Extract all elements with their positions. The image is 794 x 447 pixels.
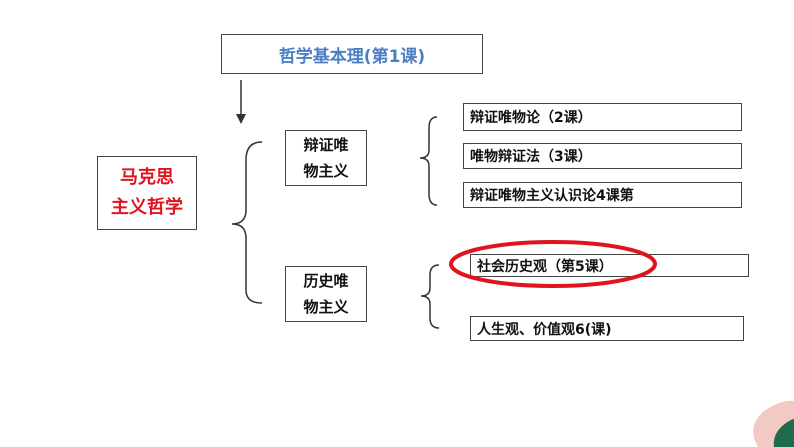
highlight-ellipse bbox=[451, 242, 655, 286]
leaf-decoration-icon bbox=[724, 397, 794, 447]
